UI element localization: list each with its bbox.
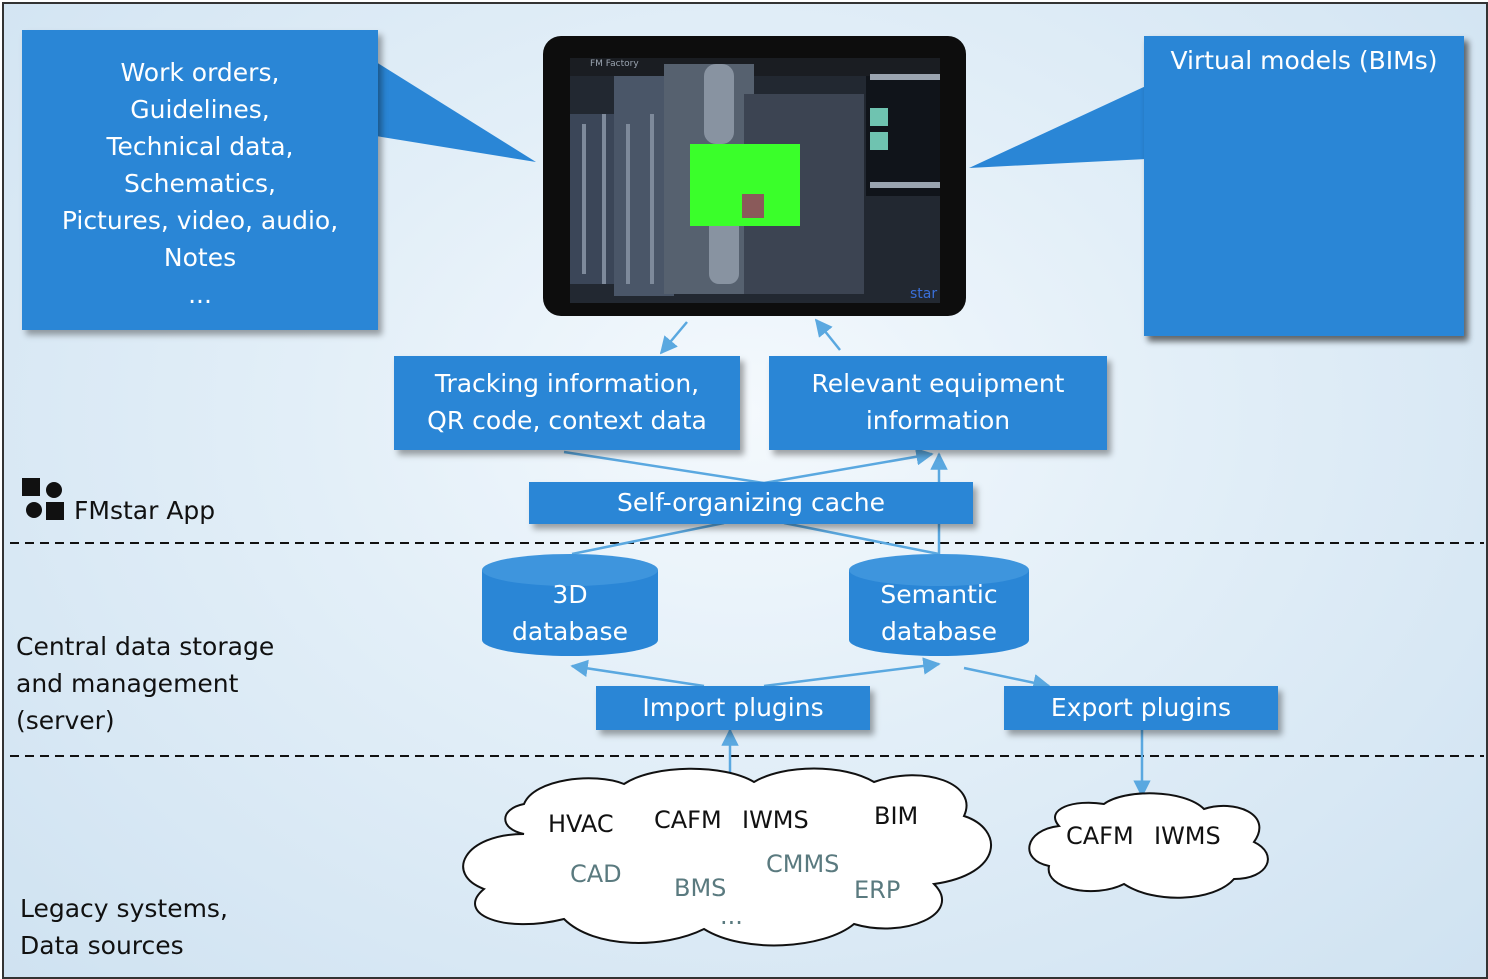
tracking-box: Tracking information, QR code, context d… [394, 356, 740, 450]
server-line: (server) [16, 706, 115, 735]
arrow-to-tracking [659, 321, 688, 355]
arrow-import-3d [570, 659, 705, 688]
callout-line: Technical data, [106, 132, 294, 161]
source-cloud [462, 767, 992, 947]
target-cloud [1028, 792, 1269, 899]
legacy-line: Data sources [20, 931, 184, 960]
relevant-box: Relevant equipment information [769, 356, 1107, 450]
cache-label: Self-organizing cache [617, 488, 885, 517]
callout-line: ... [188, 280, 212, 309]
arrow-cache-relevant [763, 448, 934, 485]
layer-server-label: Central data storage and management (ser… [16, 628, 274, 739]
callout-line: Work orders, [120, 58, 280, 87]
db3d-cylinder [482, 554, 658, 656]
source-erp: ERP [854, 876, 901, 904]
right-callout-bg [1144, 36, 1464, 336]
server-line: Central data storage [16, 632, 275, 661]
source-cafm: CAFM [654, 806, 722, 834]
tracking-line: Tracking information, [434, 369, 700, 398]
arrow-to-tablet [814, 318, 841, 351]
arrow-tracking-cache [563, 450, 765, 485]
db3d-label: 3D database [482, 576, 658, 650]
server-line: and management [16, 669, 239, 698]
source-more: ... [720, 902, 743, 930]
arrow-cache-3d [571, 521, 725, 556]
source-cmms: CMMS [766, 850, 840, 878]
callout-line: Pictures, video, audio, [61, 206, 339, 235]
relevant-line: information [865, 406, 1011, 435]
db3d-line: 3D [552, 580, 588, 609]
callout-line: Notes [163, 243, 237, 272]
layer-app-label: FMstar App [74, 496, 216, 525]
tracking-line: QR code, context data [427, 406, 707, 435]
arrow-semantic-export [963, 666, 1051, 692]
source-bms: BMS [674, 874, 727, 902]
diagram-graphics [10, 36, 1484, 947]
semantic-label: Semantic database [849, 576, 1029, 650]
db3d-line: database [512, 617, 628, 646]
layer-legacy-label: Legacy systems, Data sources [20, 890, 228, 964]
source-hvac: HVAC [548, 810, 614, 838]
tablet-device [543, 36, 966, 316]
left-callout-pointer [376, 62, 536, 162]
cache-box: Self-organizing cache [529, 482, 973, 524]
arrow-semantic-cache [783, 521, 940, 556]
legacy-line: Legacy systems, [20, 894, 228, 923]
semantic-cylinder [849, 554, 1029, 656]
callout-line: Schematics, [124, 169, 276, 198]
callout-line: Guidelines, [130, 95, 270, 124]
source-cad: CAD [570, 860, 622, 888]
semantic-line: Semantic [880, 580, 998, 609]
import-plugins-box: Import plugins [596, 686, 870, 730]
left-callout: Work orders, Guidelines, Technical data,… [22, 30, 378, 330]
tablet-brand: star [910, 286, 938, 302]
tablet-header: FM Factory [590, 59, 639, 69]
arrow-import-semantic [763, 657, 941, 688]
relevant-line: Relevant equipment [811, 369, 1065, 398]
semantic-line: database [881, 617, 997, 646]
export-plugins-box: Export plugins [1004, 686, 1278, 730]
right-callout-pointer [969, 86, 1146, 168]
import-label: Import plugins [642, 693, 824, 722]
fmstar-logo [22, 478, 66, 522]
target-cafm: CAFM [1066, 822, 1134, 850]
source-bim: BIM [874, 802, 919, 830]
target-iwms: IWMS [1154, 822, 1221, 850]
right-callout-title: Virtual models (BIMs) [1170, 46, 1438, 75]
source-iwms: IWMS [742, 806, 809, 834]
export-label: Export plugins [1050, 693, 1232, 722]
